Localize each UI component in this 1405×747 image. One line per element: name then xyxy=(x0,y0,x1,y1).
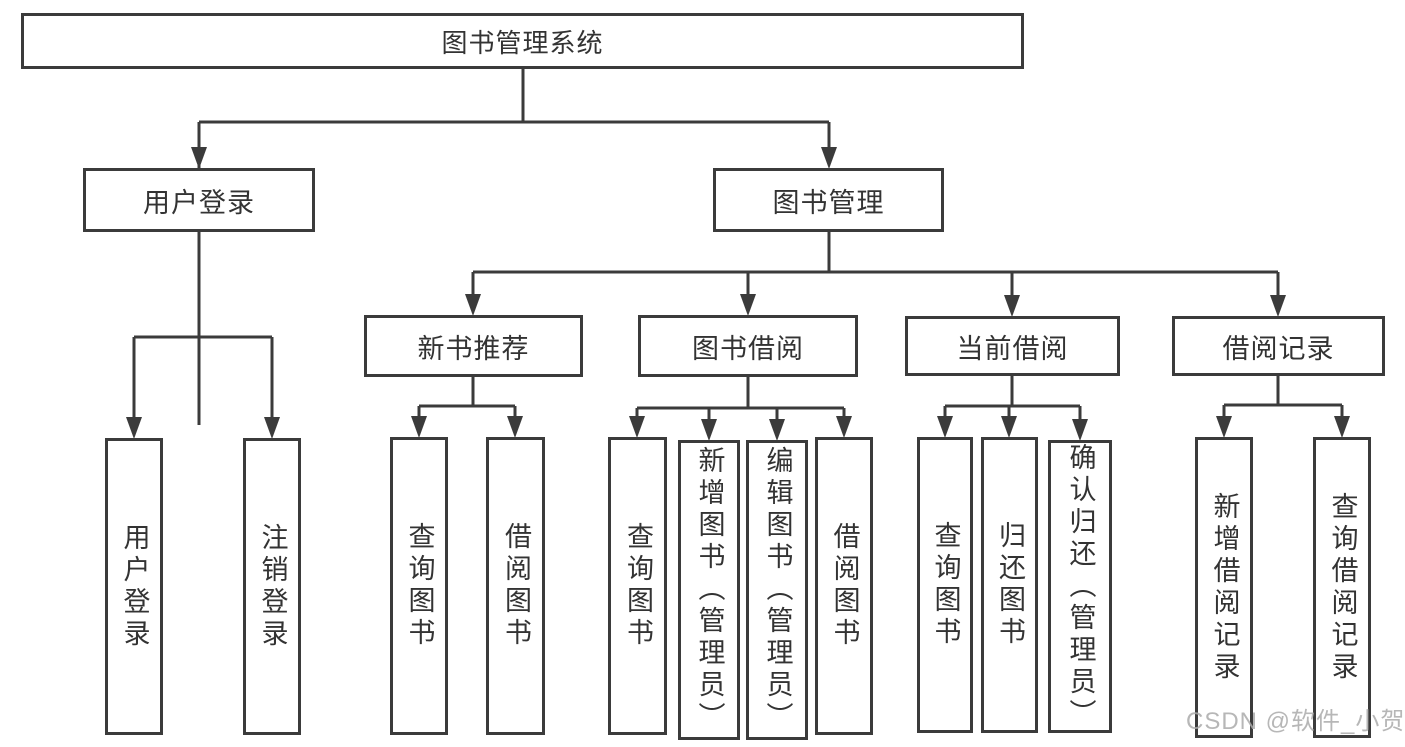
arrow-icon xyxy=(1072,419,1088,441)
node-label: 借阅图书 xyxy=(501,522,531,650)
connector-new-book-children xyxy=(417,377,517,423)
arrow-icon xyxy=(507,416,523,438)
node-book-management: 图书管理 xyxy=(713,168,944,232)
node-label: 图书管理系统 xyxy=(441,27,604,58)
node-label: 查询图书 xyxy=(404,522,435,650)
connector-user-login-children xyxy=(132,232,274,423)
leaf-return-books: 归还图书 xyxy=(981,437,1038,733)
node-borrow-records: 借阅记录 xyxy=(1172,316,1385,376)
node-label: 新书推荐 xyxy=(417,333,530,364)
node-label: 图书借阅 xyxy=(692,333,804,364)
arrow-icon xyxy=(126,417,142,439)
leaf-query-books-recommend: 查询图书 xyxy=(390,437,448,735)
arrow-icon xyxy=(701,419,717,441)
node-label: 当前借阅 xyxy=(956,333,1069,364)
arrow-icon xyxy=(629,416,645,438)
node-label: 新增借阅记录 xyxy=(1209,491,1240,684)
arrow-icon xyxy=(769,419,785,441)
connector-book-borrow-children xyxy=(635,377,846,426)
leaf-edit-books-admin: 编辑图书（管理员） xyxy=(746,440,808,740)
leaf-query-borrow-record: 查询借阅记录 xyxy=(1313,437,1371,738)
arrowheads xyxy=(126,147,1350,441)
node-new-book-recommend: 新书推荐 xyxy=(364,315,583,377)
node-label: 新增图书（管理员） xyxy=(694,446,725,734)
arrow-icon xyxy=(1270,295,1286,317)
arrow-icon xyxy=(1004,295,1020,317)
node-user-login: 用户登录 xyxy=(83,168,315,232)
node-label: 查询借阅记录 xyxy=(1327,491,1358,684)
connector-current-borrow-children xyxy=(943,376,1082,426)
node-book-borrow: 图书借阅 xyxy=(638,315,858,377)
leaf-borrow-books-recommend: 借阅图书 xyxy=(486,437,545,735)
arrow-icon xyxy=(821,147,837,169)
leaf-add-borrow-record: 新增借阅记录 xyxy=(1195,437,1253,738)
arrow-icon xyxy=(1001,416,1017,438)
arrow-icon xyxy=(836,416,852,438)
node-label: 借阅记录 xyxy=(1222,333,1335,364)
arrow-icon xyxy=(1216,416,1232,438)
node-label: 查询图书 xyxy=(623,522,653,650)
node-label: 编辑图书（管理员） xyxy=(762,446,793,734)
connector-root-to-level2 xyxy=(197,69,831,425)
arrow-icon xyxy=(465,294,481,316)
node-current-borrow: 当前借阅 xyxy=(905,316,1120,376)
leaf-logout: 注销登录 xyxy=(243,438,301,735)
connector-borrow-record-children xyxy=(1222,376,1344,423)
node-label: 归还图书 xyxy=(995,521,1025,649)
node-label: 用户登录 xyxy=(119,522,150,651)
leaf-add-books-admin: 新增图书（管理员） xyxy=(678,440,740,740)
node-label: 查询图书 xyxy=(930,521,961,649)
node-label: 借阅图书 xyxy=(829,522,860,650)
node-library-management-system: 图书管理系统 xyxy=(21,13,1024,69)
csdn-watermark: CSDN @软件_小贺同学 xyxy=(1186,708,1405,735)
arrow-icon xyxy=(740,294,756,316)
connector-book-management-to-level3 xyxy=(471,232,1280,301)
leaf-query-books-current: 查询图书 xyxy=(917,437,973,733)
leaf-query-books-borrow: 查询图书 xyxy=(608,437,667,735)
node-label: 用户登录 xyxy=(143,187,255,218)
leaf-confirm-return-admin: 确认归还（管理员） xyxy=(1048,440,1112,733)
leaf-borrow-books: 借阅图书 xyxy=(815,437,873,735)
leaf-user-login: 用户登录 xyxy=(105,438,163,735)
arrow-icon xyxy=(264,417,280,439)
arrow-icon xyxy=(937,416,953,438)
arrow-icon xyxy=(191,147,207,169)
node-label: 确认归还（管理员） xyxy=(1065,442,1096,731)
node-label: 图书管理 xyxy=(772,187,885,218)
arrow-icon xyxy=(411,416,427,438)
arrow-icon xyxy=(1334,416,1350,438)
node-label: 注销登录 xyxy=(257,522,288,651)
